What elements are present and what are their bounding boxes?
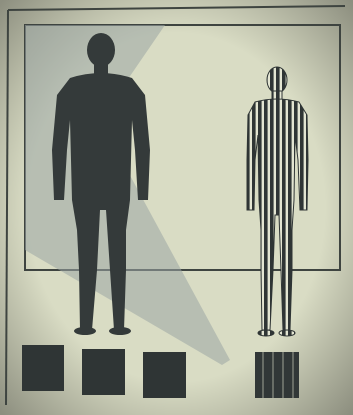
left-square-3 (143, 352, 186, 398)
left-square-2 (82, 349, 125, 395)
left-square-1 (22, 345, 64, 391)
